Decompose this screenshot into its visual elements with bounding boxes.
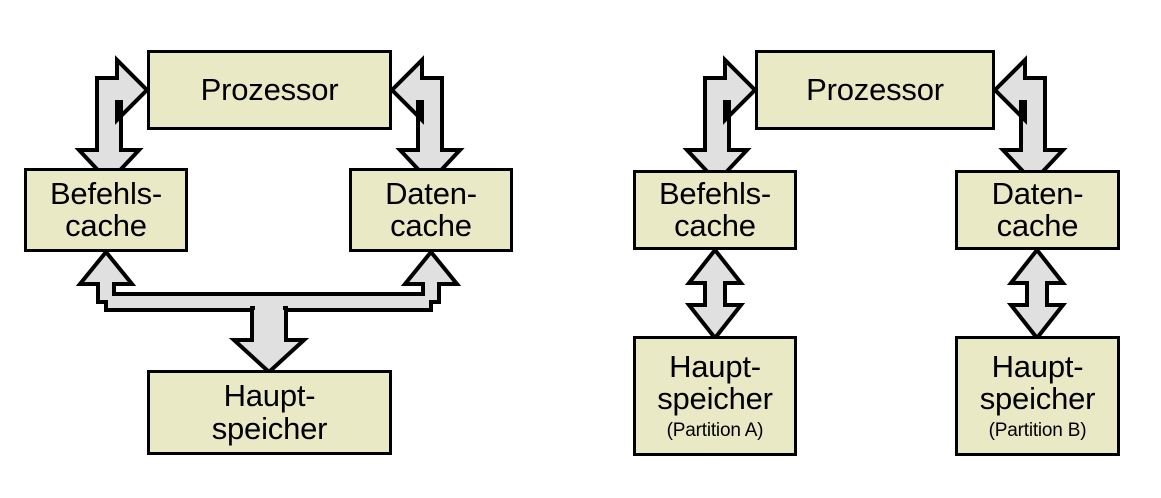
right-node-processor-label: Prozessor bbox=[806, 71, 944, 107]
connector-instruction-cache-memory-a bbox=[684, 246, 746, 342]
connector-caches-main-memory-left bbox=[75, 248, 462, 312]
left-node-processor[interactable]: Prozessor bbox=[147, 50, 392, 130]
right-node-main-memory-b-partition: (Partition B) bbox=[988, 420, 1087, 442]
right-node-main-memory-a-label: Haupt- speicher bbox=[657, 348, 773, 417]
connector-processor-instruction-cache-left bbox=[74, 55, 150, 185]
left-node-main-memory-label: Haupt- speicher bbox=[211, 378, 328, 446]
right-node-main-memory-a[interactable]: Haupt- speicher (Partition A) bbox=[633, 336, 797, 456]
right-node-main-memory-a-partition: (Partition A) bbox=[666, 420, 764, 442]
right-node-instruction-cache[interactable]: Befehls- cache bbox=[633, 170, 797, 250]
connector-memory-downstream-left bbox=[228, 306, 310, 375]
left-node-data-cache-label: Daten- cache bbox=[385, 175, 477, 243]
left-node-main-memory[interactable]: Haupt- speicher bbox=[147, 370, 392, 455]
connector-processor-data-cache-right bbox=[992, 55, 1068, 185]
connector-processor-instruction-cache-right bbox=[682, 55, 758, 185]
left-node-processor-label: Prozessor bbox=[200, 71, 339, 107]
left-node-data-cache[interactable]: Daten- cache bbox=[349, 168, 513, 252]
right-node-main-memory-b-label: Haupt- speicher bbox=[979, 348, 1096, 417]
right-node-instruction-cache-label: Befehls- cache bbox=[658, 175, 772, 243]
right-node-processor[interactable]: Prozessor bbox=[755, 50, 995, 130]
left-node-instruction-cache[interactable]: Befehls- cache bbox=[24, 168, 188, 252]
right-node-main-memory-b[interactable]: Haupt- speicher (Partition B) bbox=[955, 336, 1120, 456]
left-node-instruction-cache-label: Befehls- cache bbox=[49, 175, 163, 243]
connector-processor-data-cache-left bbox=[389, 55, 465, 185]
right-node-data-cache[interactable]: Daten- cache bbox=[955, 170, 1120, 250]
right-node-data-cache-label: Daten- cache bbox=[991, 175, 1084, 243]
connector-seam-mask-left bbox=[255, 300, 283, 312]
connector-data-cache-memory-b bbox=[1006, 246, 1068, 342]
